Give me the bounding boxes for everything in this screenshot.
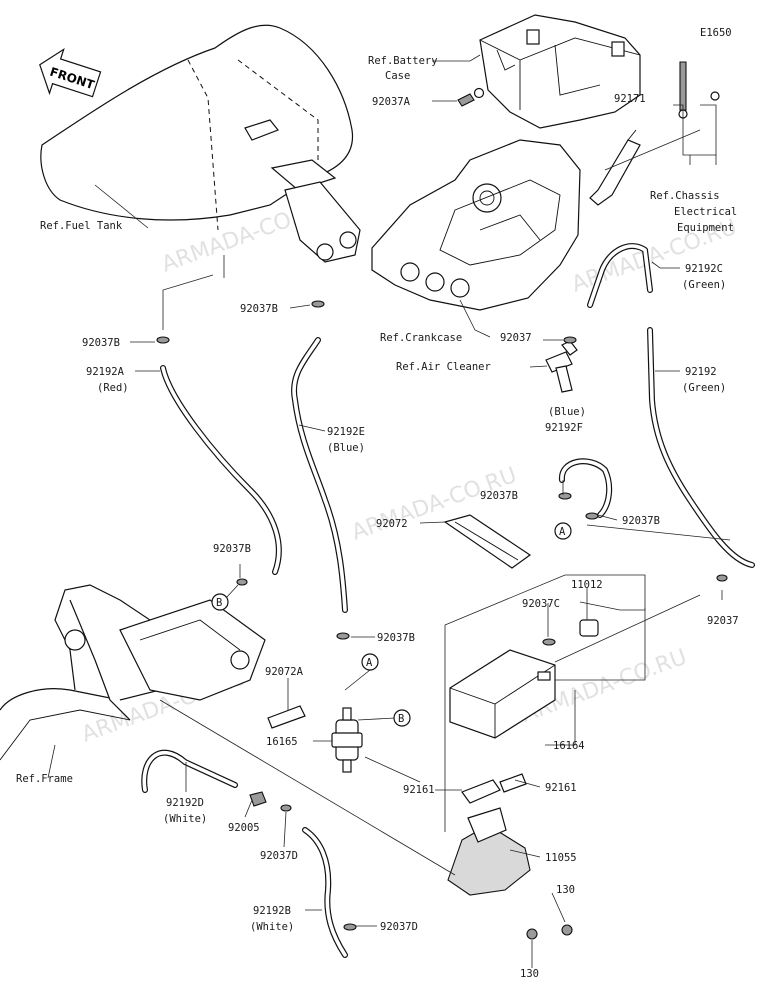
crankcase xyxy=(371,139,581,311)
label-92037B: 92037B xyxy=(377,632,415,644)
fitting-92005 xyxy=(249,791,267,807)
fuel-filter-16165 xyxy=(331,707,363,773)
label-92192C-color: (Green) xyxy=(682,279,726,291)
svg-text:B: B xyxy=(398,713,404,725)
label-ref-frame: Ref.Frame xyxy=(16,773,73,785)
hose-92192B xyxy=(302,827,348,958)
frame xyxy=(0,584,266,761)
marker-B-filter: B xyxy=(393,709,411,727)
label-92005: 92005 xyxy=(228,822,260,834)
label-92037B: 92037B xyxy=(240,303,278,315)
clip-92171 xyxy=(589,61,720,206)
label-92161: 92161 xyxy=(403,784,435,796)
label-92072A: 92072A xyxy=(265,666,304,678)
band-92072A xyxy=(267,705,306,729)
label-ref-battery-case: Ref.Battery xyxy=(368,55,438,67)
svg-text:A: A xyxy=(366,657,373,669)
label-130: 130 xyxy=(556,884,575,896)
label-92192: 92192 xyxy=(685,366,717,378)
clamps xyxy=(156,300,728,931)
label-92037B: 92037B xyxy=(213,543,251,555)
canister-16164 xyxy=(449,619,599,739)
marker-B-left: B xyxy=(211,593,229,611)
label-92192E: 92192E xyxy=(327,426,365,438)
hose-92192E xyxy=(291,337,348,613)
label-ref-air-cleaner: Ref.Air Cleaner xyxy=(396,361,491,373)
label-92037: 92037 xyxy=(500,332,532,344)
label-92192C: 92192C xyxy=(685,263,723,275)
fuel-tank xyxy=(40,24,361,263)
bracket-11055 xyxy=(447,773,531,896)
label-92037B: 92037B xyxy=(480,490,518,502)
label-92037A: 92037A xyxy=(372,96,411,108)
marker-A-filter: A xyxy=(361,653,379,671)
label-92192D: 92192D xyxy=(166,797,204,809)
label-92037: 92037 xyxy=(707,615,739,627)
svg-text:B: B xyxy=(216,597,222,609)
label-92192D-color: (White) xyxy=(163,813,207,825)
label-ref-crankcase: Ref.Crankcase xyxy=(380,332,462,344)
marker-A-top: A xyxy=(554,522,572,540)
bolt-92037A xyxy=(457,87,485,107)
label-16165: 16165 xyxy=(266,736,298,748)
air-cleaner-fitting xyxy=(545,340,578,393)
label-92192B-color: (White) xyxy=(250,921,294,933)
svg-text:A: A xyxy=(559,526,566,538)
label-ref-fuel-tank: Ref.Fuel Tank xyxy=(40,220,123,232)
leader-lines xyxy=(47,54,731,968)
label-130: 130 xyxy=(520,968,539,980)
label-ref-battery-case: Case xyxy=(385,70,410,82)
label-92037D: 92037D xyxy=(380,921,418,933)
label-11012: 11012 xyxy=(571,579,603,591)
label-92192F: 92192F xyxy=(545,422,583,434)
part-labels: Ref.Battery Case 92037A 92171 Ref.Chassi… xyxy=(16,55,739,980)
hose-92192A xyxy=(160,365,282,575)
label-92192A: 92192A xyxy=(86,366,125,378)
label-92192E-color: (Blue) xyxy=(327,442,365,454)
label-11055: 11055 xyxy=(545,852,577,864)
label-16164: 16164 xyxy=(553,740,585,752)
label-92192-color: (Green) xyxy=(682,382,726,394)
label-92037B: 92037B xyxy=(622,515,660,527)
label-92037D: 92037D xyxy=(260,850,298,862)
hose-92192D xyxy=(141,749,238,793)
diagram-code: E1650 xyxy=(700,27,732,39)
fitting-11012 xyxy=(579,619,599,637)
bolts-130 xyxy=(526,924,573,940)
label-ref-chassis: Equipment xyxy=(677,222,734,234)
battery-case xyxy=(479,14,641,129)
label-92192A-color: (Red) xyxy=(97,382,129,394)
label-92192B: 92192B xyxy=(253,905,291,917)
label-92072: 92072 xyxy=(376,518,408,530)
label-ref-chassis: Ref.Chassis xyxy=(650,190,720,202)
label-92037C: 92037C xyxy=(522,598,560,610)
label-92161: 92161 xyxy=(545,782,577,794)
label-ref-chassis: Electrical xyxy=(674,206,737,218)
label-92171: 92171 xyxy=(614,93,646,105)
label-92192F-color: (Blue) xyxy=(548,406,586,418)
front-arrow-icon: FRONT xyxy=(39,48,102,98)
label-92037B: 92037B xyxy=(82,337,120,349)
